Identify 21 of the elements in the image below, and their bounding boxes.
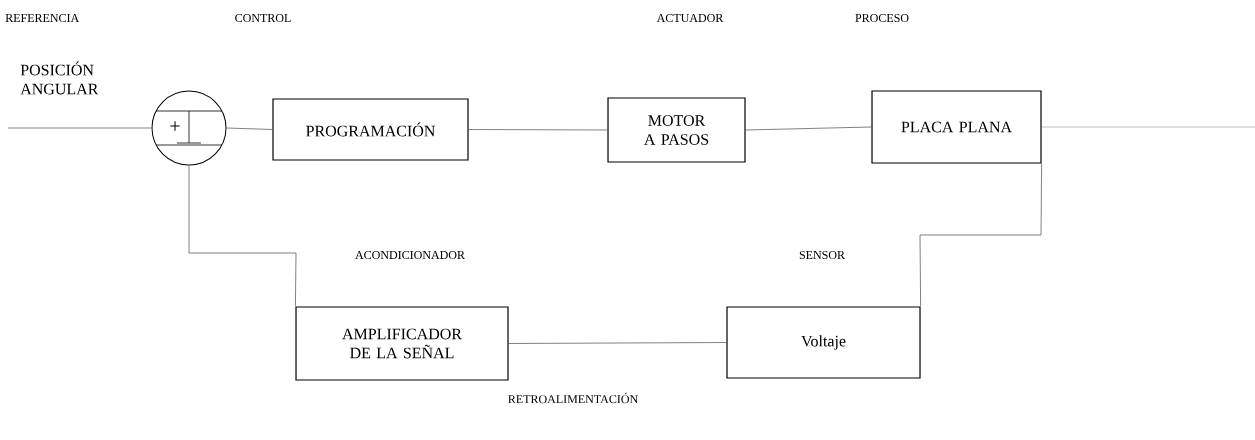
connector-line — [226, 127, 273, 130]
stage-label: ACONDICIONADOR — [355, 250, 465, 260]
block-box: Voltaje — [726, 306, 921, 379]
stage-label: SENSOR — [799, 250, 845, 260]
stage-label: CONTROL — [235, 13, 291, 23]
connector-line — [468, 129, 608, 131]
stage-label: POSICIÓN ANGULAR — [20, 61, 99, 95]
connector-line — [745, 126, 872, 131]
stage-label: RETROALIMENTACIÓN — [508, 392, 638, 404]
stage-label: PROCESO — [855, 13, 909, 23]
stage-label: REFERENCIA — [5, 13, 80, 23]
stage-label: ACTUADOR — [656, 13, 724, 23]
connector-line — [188, 165, 297, 307]
block-box: PROGRAMACIÓN — [272, 98, 469, 161]
connector-line — [7, 127, 152, 129]
summing-junction: + — [151, 90, 227, 166]
block-box: AMPLIFICADOR DE LA SEÑAL — [295, 306, 509, 381]
block-box: PLACA PLANA — [871, 90, 1042, 164]
connector-line — [919, 163, 1042, 307]
connector-line — [508, 342, 727, 344]
block-box: MOTOR A PASOS — [607, 97, 746, 163]
